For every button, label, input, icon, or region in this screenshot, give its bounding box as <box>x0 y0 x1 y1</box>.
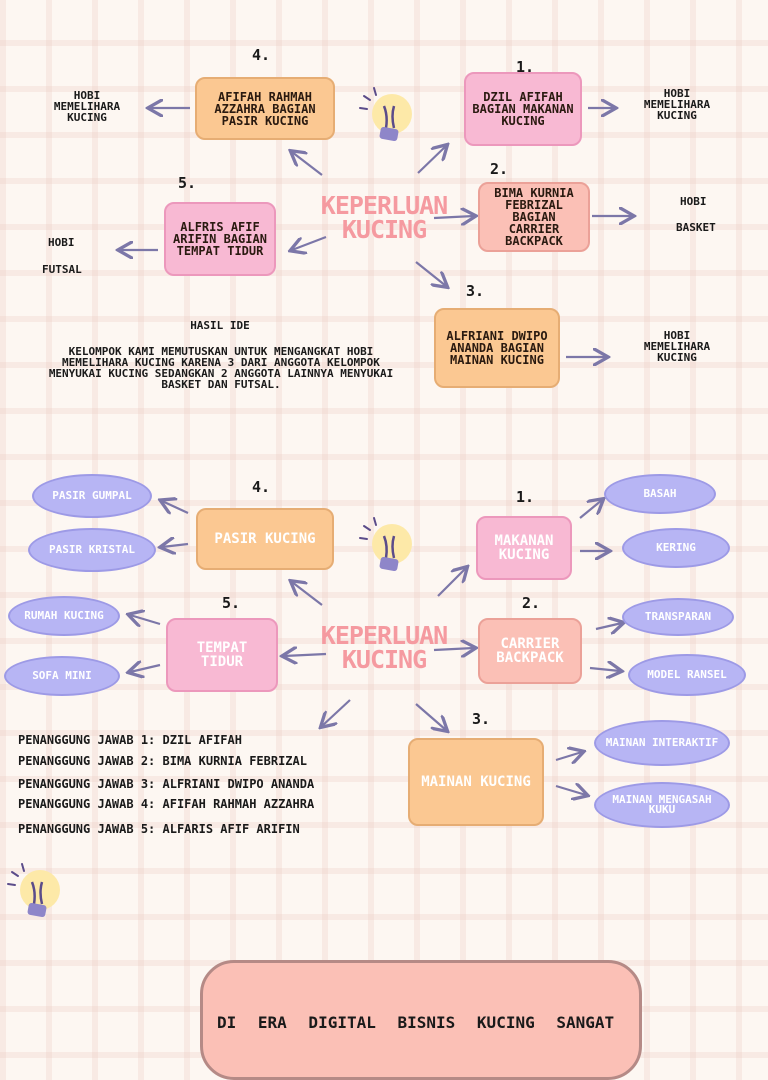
hobi-title-2: HOBI <box>680 195 707 208</box>
category-box-5: TEMPAT TIDUR <box>166 618 278 692</box>
bottom-text-box: DI ERA DIGITAL BISNIS KUCING SANGAT <box>200 960 642 1080</box>
arrow <box>415 703 446 730</box>
arrow <box>130 615 161 624</box>
node-number: 3. <box>472 710 491 728</box>
arrows-layer <box>0 0 768 1024</box>
arrow <box>589 668 620 671</box>
arrow <box>415 261 446 286</box>
arrow <box>555 786 586 795</box>
pj-line: PENANGGUNG JAWAB 4: AFIFAH RAHMAH AZZAHR… <box>18 797 315 811</box>
arrow <box>579 500 602 519</box>
category-box-2: CARRIER BACKPACK <box>478 618 582 684</box>
node-number: 5. <box>178 174 197 192</box>
pj-line: PENANGGUNG JAWAB 1: DZIL AFIFAH <box>18 733 242 747</box>
arrow <box>292 152 323 176</box>
arrow <box>433 648 474 650</box>
lightbulb-icon <box>359 87 412 141</box>
node-number: 2. <box>490 160 509 178</box>
arrow <box>433 216 474 218</box>
arrow <box>555 752 582 760</box>
node-number: 5. <box>222 594 241 612</box>
hobi-value-5: FUTSAL <box>42 263 82 276</box>
node-number: 3. <box>466 282 485 300</box>
center-title: KEPERLUAN KUCING <box>320 191 448 244</box>
hobi-value-2: BASKET <box>676 221 716 234</box>
category-box-1: MAKANAN KUCING <box>476 516 572 580</box>
hobi-text-1: HOBI MEMELIHARA KUCING <box>643 87 711 122</box>
pj-line: PENANGGUNG JAWAB 5: ALFARIS AFIF ARIFIN <box>18 822 300 836</box>
hasil-text: KELOMPOK KAMI MEMUTUSKAN UNTUK MENGANGKA… <box>48 345 394 391</box>
node-number: 4. <box>252 46 271 64</box>
node-number: 1. <box>516 488 535 506</box>
lightbulb-icon <box>359 517 412 571</box>
option-oval: MODEL RANSEL <box>628 654 746 696</box>
option-oval: SOFA MINI <box>4 656 120 696</box>
option-oval: MAINAN INTERAKTIF <box>594 720 730 766</box>
node-number: 4. <box>252 478 271 496</box>
pj-line: PENANGGUNG JAWAB 2: BIMA KURNIA FEBRIZAL <box>18 754 307 768</box>
category-box-4: PASIR KUCING <box>196 508 334 570</box>
option-oval: MAINAN MENGASAH KUKU <box>594 782 730 828</box>
option-oval: PASIR KRISTAL <box>28 528 156 572</box>
arrow <box>284 654 327 656</box>
option-oval: RUMAH KUCING <box>8 596 120 636</box>
hobi-title-5: HOBI <box>48 236 75 249</box>
hobi-text-4: HOBI MEMELIHARA KUCING <box>53 89 121 124</box>
hasil-title: HASIL IDE <box>190 319 250 332</box>
arrow <box>292 582 323 606</box>
arrow <box>595 623 622 629</box>
arrow <box>130 665 161 672</box>
option-oval: BASAH <box>604 474 716 514</box>
member-box-2: BIMA KURNIA FEBRIZAL BAGIAN CARRIER BACK… <box>478 182 590 252</box>
arrow <box>437 568 466 597</box>
member-box-4: AFIFAH RAHMAH AZZAHRA BAGIAN PASIR KUCIN… <box>195 77 335 140</box>
lightbulb-icon <box>7 863 60 917</box>
center-title: KEPERLUAN KUCING <box>320 621 448 674</box>
bottom-text: DI ERA DIGITAL BISNIS KUCING SANGAT <box>217 1013 615 1032</box>
node-number: 1. <box>516 58 535 76</box>
arrow <box>322 699 351 726</box>
member-box-1: DZIL AFIFAH BAGIAN MAKANAN KUCING <box>464 72 582 146</box>
member-box-5: ALFRIS AFIF ARIFIN BAGIAN TEMPAT TIDUR <box>164 202 276 276</box>
option-oval: TRANSPARAN <box>622 598 734 636</box>
arrow <box>417 146 446 174</box>
category-box-3: MAINAN KUCING <box>408 738 544 826</box>
node-number: 2. <box>522 594 541 612</box>
option-oval: PASIR GUMPAL <box>32 474 152 518</box>
hobi-text-3: HOBI MEMELIHARA KUCING <box>643 329 711 364</box>
pj-line: PENANGGUNG JAWAB 3: ALFRIANI DWIPO ANAND… <box>18 777 315 791</box>
arrow <box>162 501 189 513</box>
arrow <box>292 235 327 250</box>
option-oval: KERING <box>622 528 730 568</box>
member-box-3: ALFRIANI DWIPO ANANDA BAGIAN MAINAN KUCI… <box>434 308 560 388</box>
arrow <box>162 544 189 547</box>
